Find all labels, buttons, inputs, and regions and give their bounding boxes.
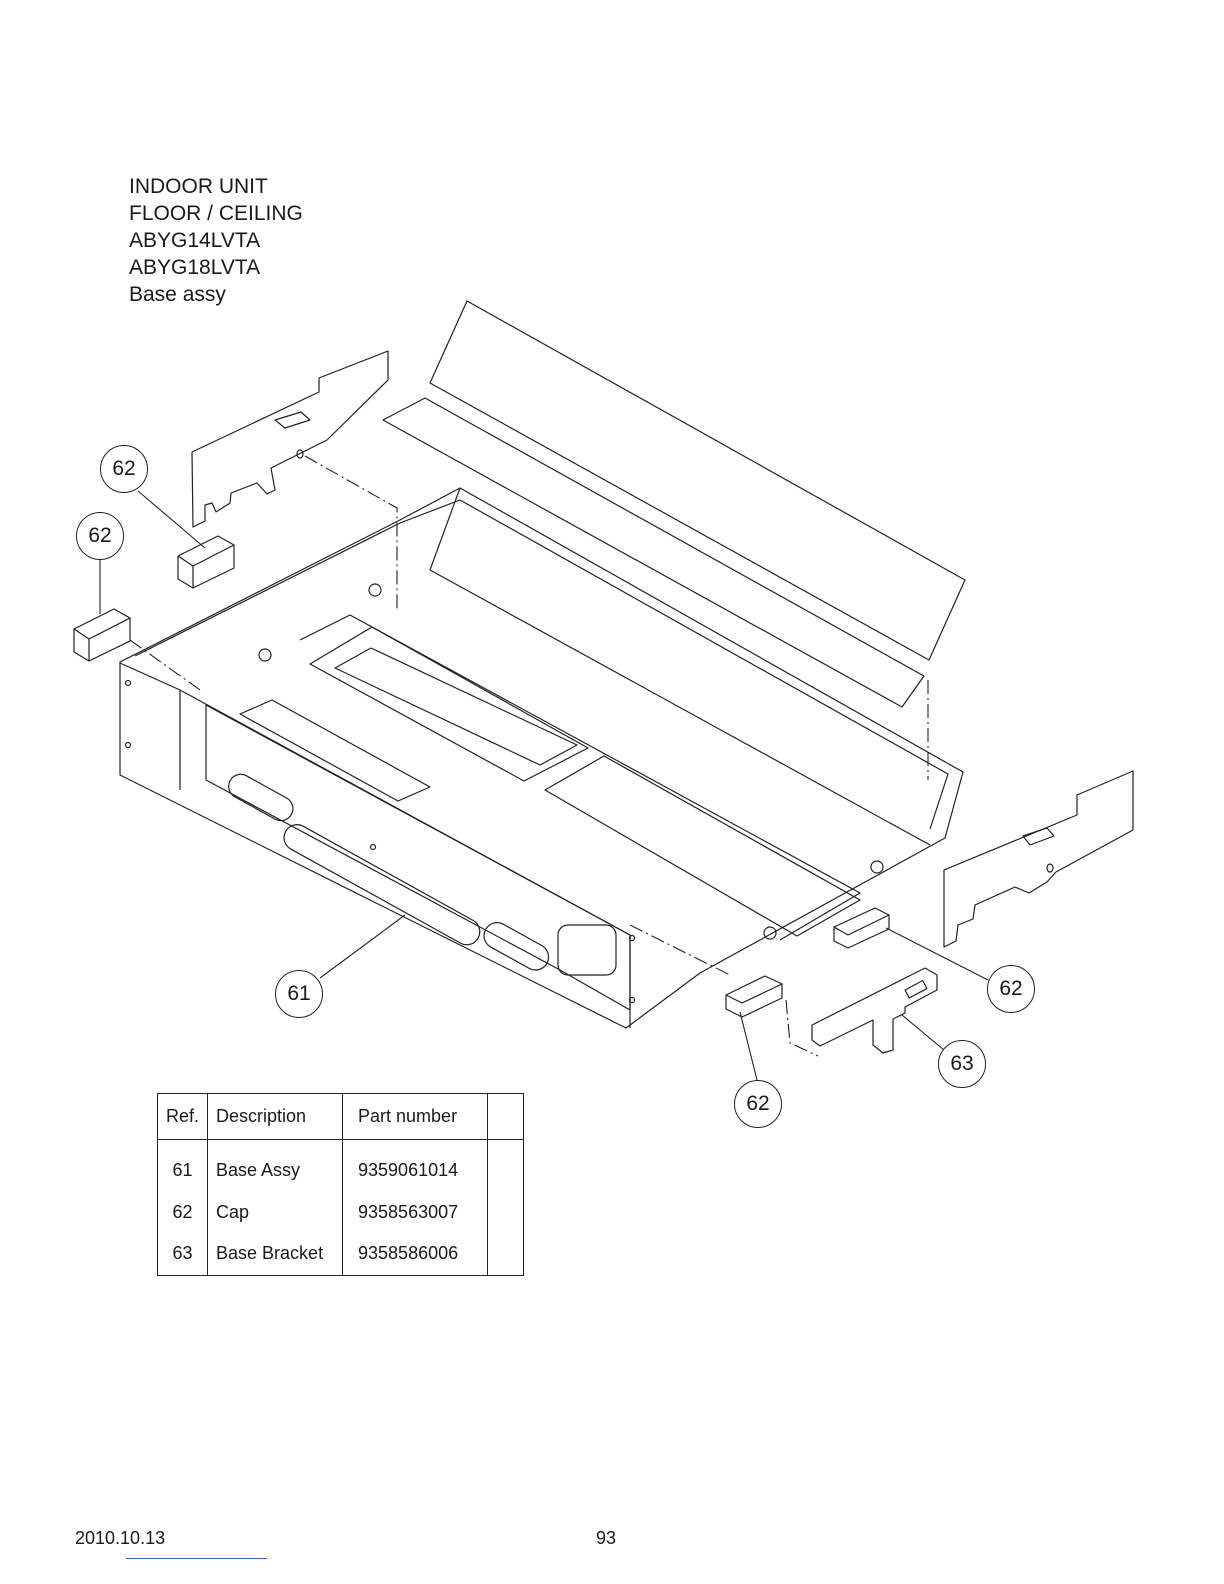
leader-62-right	[886, 928, 988, 980]
base-tray-outer	[120, 488, 963, 1028]
right-panel-hole	[1023, 828, 1054, 845]
base-tray-recess-3	[545, 756, 860, 936]
base-tray-back-fold	[430, 488, 930, 845]
left-panel-hole	[275, 412, 310, 428]
assembly-line-bracket	[786, 1000, 818, 1056]
right-panel-screw-hole	[1047, 864, 1053, 872]
cell-part-number: 9358563007	[343, 1192, 488, 1234]
cell-blank	[488, 1233, 524, 1275]
base-bracket	[812, 968, 937, 1053]
base-tray-recess-2	[335, 648, 577, 765]
leader-62-upper-left	[138, 491, 205, 548]
callout-62-lower-left: 62	[76, 512, 124, 560]
cell-part-number: 9359061014	[343, 1140, 488, 1192]
page-number: 93	[596, 1528, 616, 1549]
cell-ref: 62	[158, 1192, 208, 1234]
assembly-line-left-cap	[130, 640, 200, 690]
base-tray-hole-1	[259, 649, 271, 661]
table-row: 61 Base Assy 9359061014	[158, 1140, 524, 1192]
cell-blank	[488, 1192, 524, 1234]
cell-description: Base Assy	[208, 1140, 343, 1192]
callout-62-upper-left: 62	[100, 445, 148, 493]
parts-table-header: Ref. Description Part number	[158, 1094, 524, 1140]
base-tray-hole-3	[764, 927, 776, 939]
table-row: 62 Cap 9358563007	[158, 1192, 524, 1234]
footer-date: 2010.10.13	[75, 1528, 165, 1549]
base-tray-end-window	[558, 925, 616, 975]
cell-part-number: 9358586006	[343, 1233, 488, 1275]
header-ref: Ref.	[158, 1094, 208, 1140]
base-tray-hole-2	[369, 584, 381, 596]
top-cover-strip	[430, 301, 965, 660]
cell-description: Base Bracket	[208, 1233, 343, 1275]
right-side-panel	[944, 771, 1133, 947]
cell-blank	[488, 1140, 524, 1192]
cell-ref: 63	[158, 1233, 208, 1275]
callout-63: 63	[938, 1040, 986, 1088]
callout-62-front: 62	[734, 1080, 782, 1128]
base-tray-slot-1	[240, 700, 430, 801]
header-part-number: Part number	[343, 1094, 488, 1140]
cell-ref: 61	[158, 1140, 208, 1192]
base-tray-recess-1	[310, 627, 588, 781]
cap-lower-left	[74, 609, 130, 661]
assembly-line-front-cap	[630, 925, 730, 975]
header-blank	[488, 1094, 524, 1140]
base-tray-small-hole-2	[126, 743, 131, 748]
base-tray-short-slot	[224, 770, 297, 825]
top-cover-strip-lower	[383, 398, 924, 707]
base-tray-small-hole-1	[126, 681, 131, 686]
base-bracket-slot	[905, 981, 927, 998]
callout-61: 61	[275, 970, 323, 1018]
base-tray-floor	[300, 615, 860, 940]
left-side-panel	[192, 351, 388, 527]
table-row: 63 Base Bracket 9358586006	[158, 1233, 524, 1275]
leader-61	[320, 915, 405, 978]
leader-62-front	[740, 1012, 757, 1080]
cell-description: Cap	[208, 1192, 343, 1234]
leader-63	[902, 1015, 944, 1050]
assembly-line-left-panel	[305, 456, 397, 612]
footer-rule	[126, 1558, 267, 1559]
cap-right	[834, 908, 889, 948]
cap-upper-left	[178, 536, 234, 588]
parts-table: Ref. Description Part number 61 Base Ass…	[157, 1093, 524, 1276]
cap-front	[726, 976, 782, 1017]
callout-62-right: 62	[987, 965, 1035, 1013]
header-description: Description	[208, 1094, 343, 1140]
base-tray-hole-4	[871, 861, 883, 873]
base-tray-small-hole-3	[371, 845, 376, 850]
